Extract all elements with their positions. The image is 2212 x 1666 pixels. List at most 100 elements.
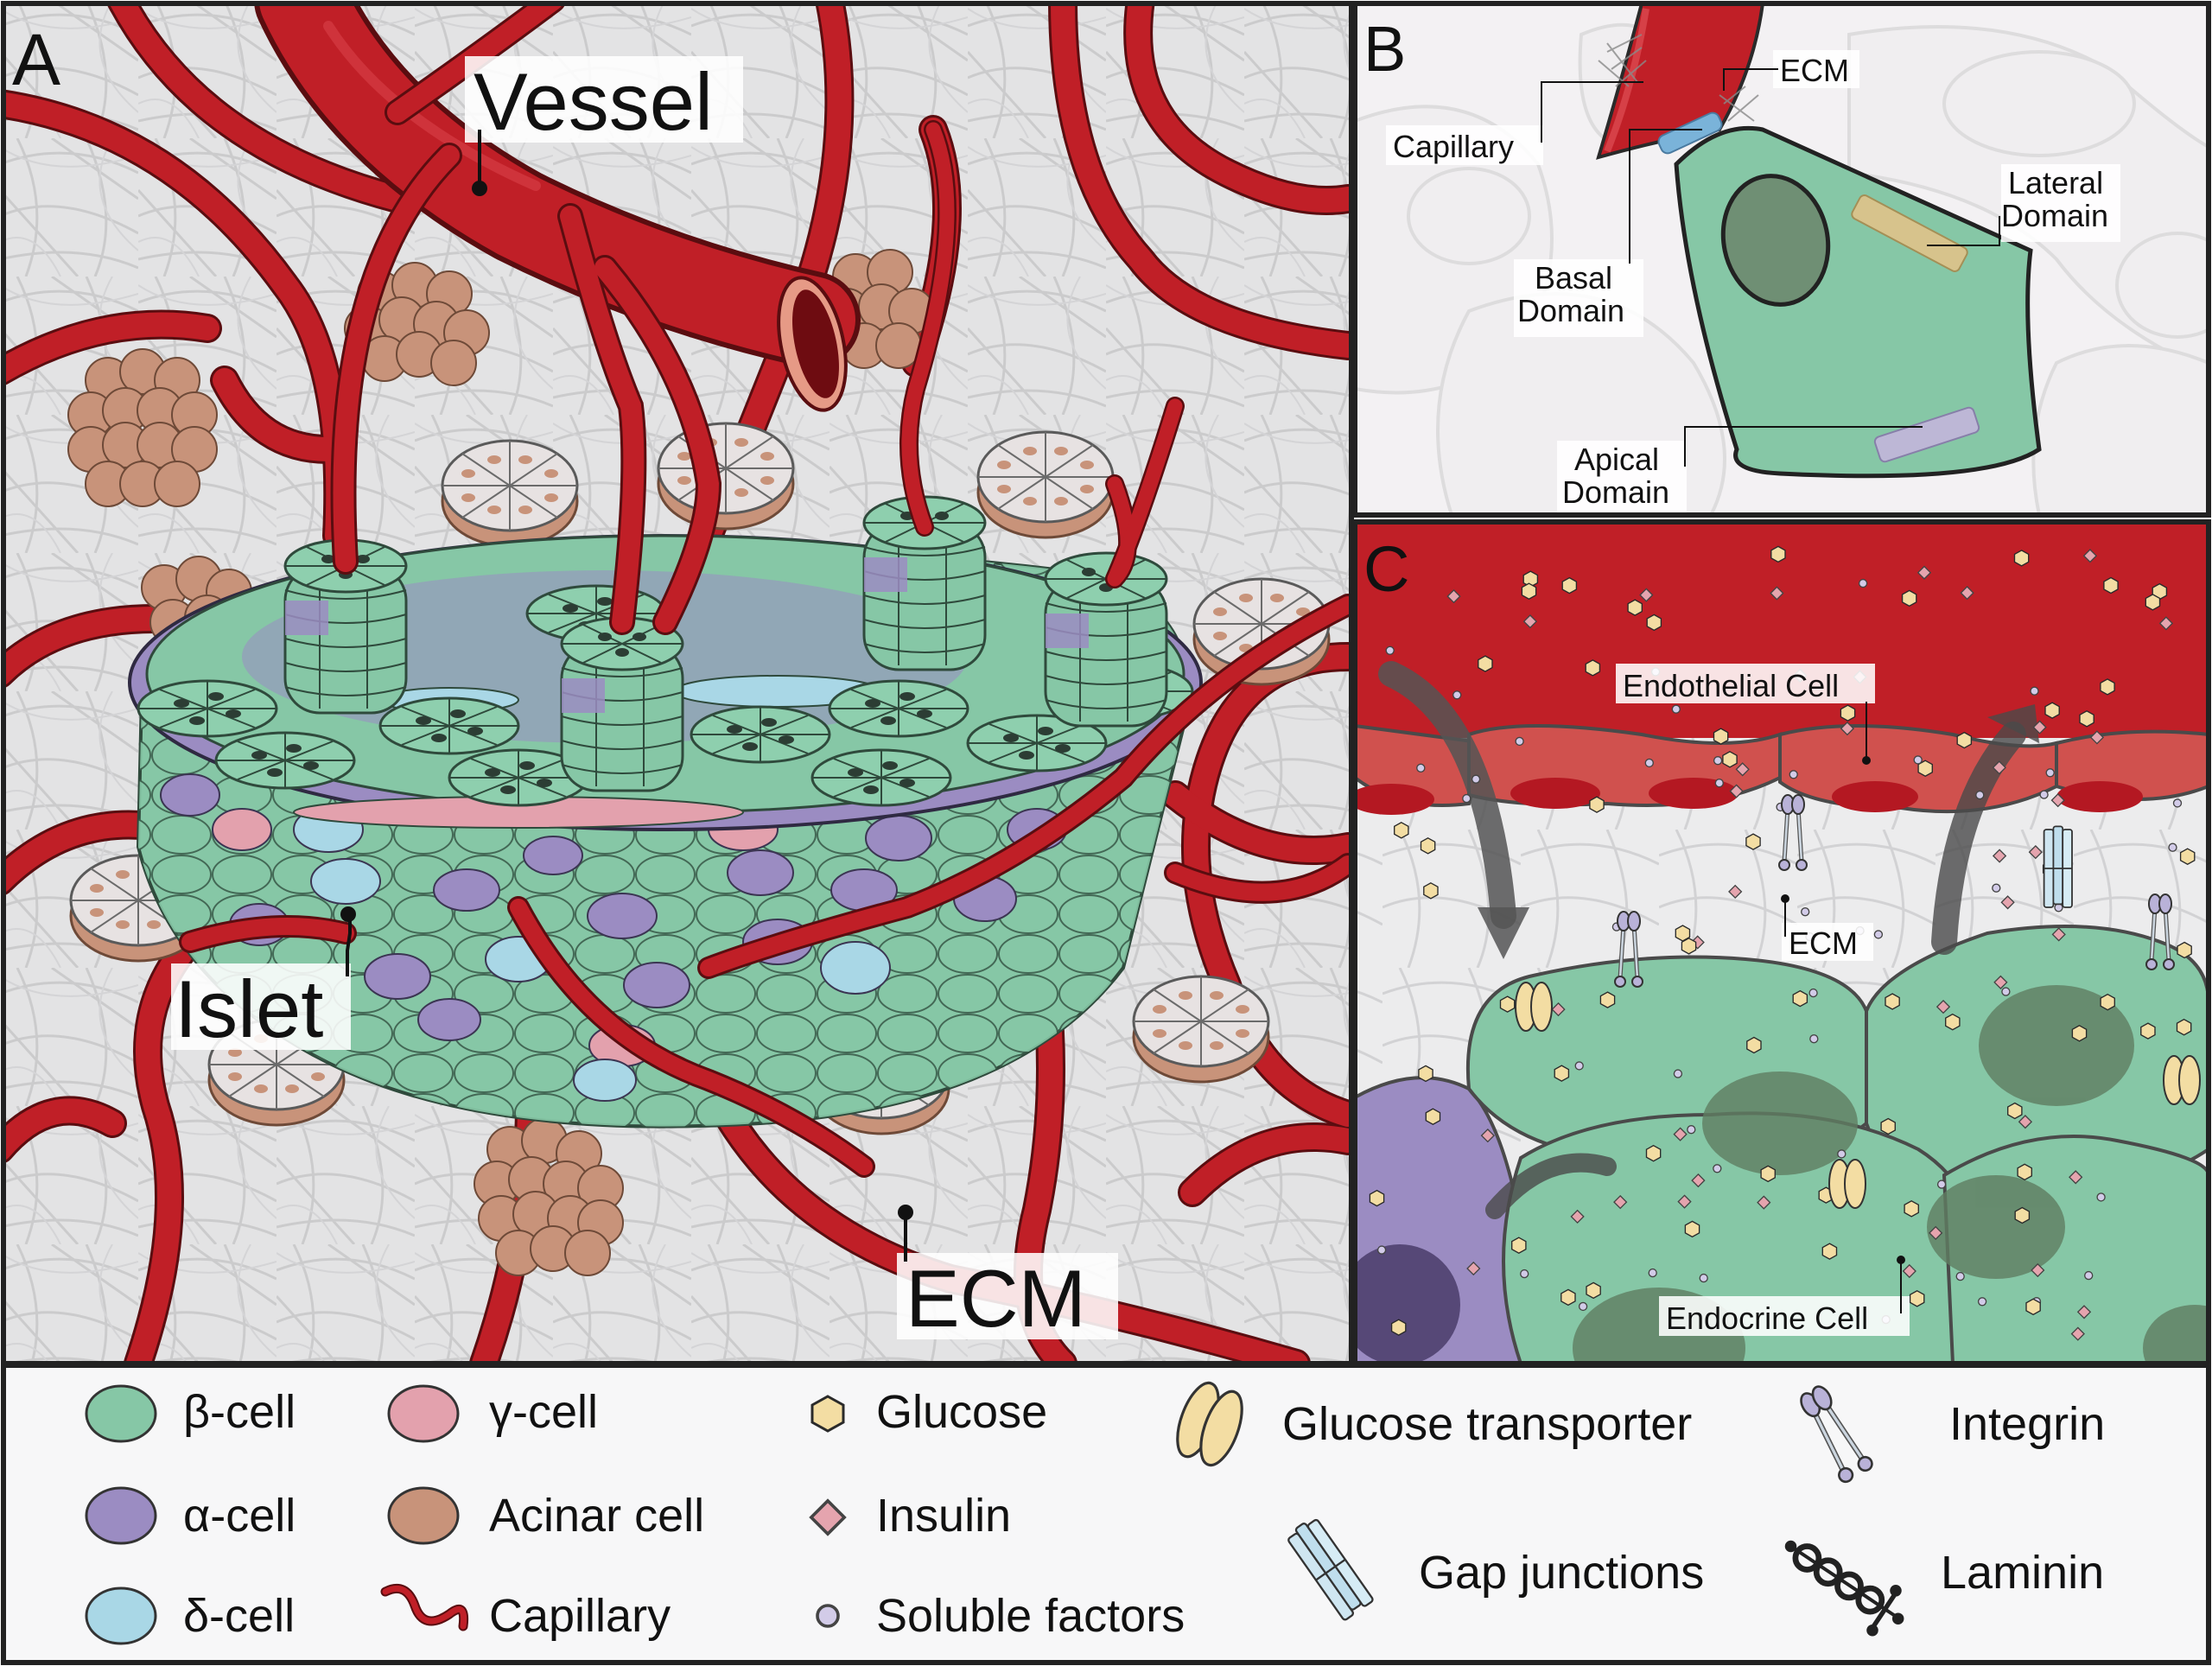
soluble-factor	[1699, 1273, 1708, 1283]
vessel-label: Vessel	[474, 56, 713, 147]
legend-insulin: Insulin	[809, 1490, 1011, 1542]
b-capillary-label: Capillary	[1393, 129, 1514, 164]
legend-glut: Glucose transporter	[1167, 1376, 1692, 1472]
b-apical-label-1: Apical	[1574, 442, 1659, 477]
glucose-molecule	[1713, 728, 1729, 745]
glucose-molecule	[1904, 1200, 1919, 1218]
glucose-molecule	[2177, 941, 2192, 959]
glucose-molecule	[1745, 833, 1761, 850]
glucose-molecule	[2014, 1206, 2031, 1224]
glucose-molecule	[1554, 1065, 1570, 1082]
soluble-factor	[1416, 763, 1426, 773]
c-gap-junction	[2043, 825, 2073, 908]
soluble-factor	[1801, 907, 1810, 917]
b-basal-label-1: Basal	[1535, 260, 1612, 296]
soluble-factor	[1687, 1125, 1696, 1135]
legend-beta-label: β-cell	[183, 1386, 296, 1438]
glucose-molecule	[1746, 1036, 1762, 1054]
legend-delta-label: δ-cell	[183, 1590, 295, 1642]
c-glucose-transporter	[1515, 982, 1553, 1032]
legend-beta: β-cell	[85, 1384, 296, 1443]
soluble-factor	[1913, 755, 1923, 765]
vessel-lumen	[777, 276, 848, 412]
glucose-molecule	[2176, 1019, 2192, 1036]
islet-label: Islet	[175, 963, 323, 1054]
glucose-molecule	[1585, 659, 1601, 677]
glucose-molecule	[1909, 1290, 1925, 1307]
panel-a-labels: A Vessel Islet ECM	[12, 19, 1118, 1344]
glucose-molecule	[2044, 702, 2060, 719]
panel-c: C Endothelial Cell ECM Endocrine Cell	[1355, 522, 2209, 1364]
legend-glucose: Glucose	[810, 1386, 1047, 1438]
glucose-molecule	[1390, 1319, 1407, 1336]
glucose-molecule	[1880, 1117, 1896, 1135]
gamma-cell-swatch	[387, 1384, 460, 1443]
legend-glucose-label: Glucose	[876, 1386, 1047, 1438]
glucose-molecule	[1420, 837, 1436, 855]
soluble-factor	[1936, 1180, 1947, 1189]
main-vessel	[254, 3, 1185, 635]
legend-capillary-label: Capillary	[489, 1590, 671, 1642]
glucose-molecule	[2025, 1298, 2041, 1315]
panel-c-letter: C	[1363, 533, 1409, 605]
glucose-molecule	[1885, 993, 1900, 1010]
soluble-factor	[1714, 779, 1724, 788]
glucose-molecule	[1478, 655, 1493, 672]
ecm-label: ECM	[906, 1253, 1086, 1344]
legend-gamma-label: γ-cell	[489, 1386, 598, 1438]
soluble-factor	[1515, 736, 1524, 747]
c-ecm-label: ECM	[1789, 925, 1858, 961]
glucose-molecule	[1394, 822, 1409, 839]
glucose-molecule	[1586, 1281, 1601, 1300]
soluble-factor	[1789, 770, 1798, 779]
panel-a-letter: A	[12, 19, 60, 100]
c-endocrine-label: Endocrine Cell	[1666, 1300, 1868, 1336]
acinar-cell-swatch	[387, 1486, 460, 1545]
soluble-factor	[1808, 988, 1818, 998]
legend-laminin-label: Laminin	[1941, 1547, 2104, 1599]
glucose-molecule	[2071, 1025, 2088, 1042]
soluble-factor	[2096, 1192, 2106, 1202]
b-lateral-label-2: Domain	[2001, 198, 2108, 233]
glucose-molecule	[2100, 678, 2115, 696]
legend-soluble: Soluble factors	[816, 1590, 1185, 1642]
soluble-factor	[1644, 758, 1654, 768]
glucose-molecule	[1369, 1189, 1385, 1207]
glucose-molecule	[1561, 576, 1578, 595]
glucose-molecule	[1599, 991, 1616, 1008]
panel-b-border	[1352, 1, 2211, 518]
legend-gamma: γ-cell	[387, 1384, 598, 1443]
soluble-factor	[1955, 1271, 1965, 1281]
soluble-factor	[1385, 645, 1395, 655]
glucose-icon	[810, 1395, 845, 1433]
beta-cell-swatch	[85, 1384, 157, 1443]
soluble-factor	[1837, 1149, 1847, 1159]
legend-alpha-label: α-cell	[183, 1490, 296, 1542]
b-apical-label-2: Domain	[1562, 474, 1669, 510]
glucose-molecule	[2140, 1022, 2156, 1040]
soluble-factor	[1713, 1164, 1722, 1173]
soluble-factor	[1873, 930, 1884, 939]
soluble-factor	[1809, 1034, 1819, 1044]
soluble-factor	[1975, 790, 1985, 800]
c-glucose-transporter	[1828, 1159, 1866, 1209]
panel-b-letter: B	[1363, 13, 1406, 85]
glucose-molecule	[2079, 710, 2094, 728]
soluble-factor	[2172, 798, 2183, 808]
soluble-factor	[1713, 756, 1723, 766]
alpha-cell-swatch	[85, 1486, 157, 1545]
glucose-molecule	[1684, 1220, 1700, 1238]
glucose-molecule	[1945, 1014, 1961, 1031]
soluble-factor	[1574, 1061, 1584, 1071]
legend-laminin: Laminin	[1785, 1541, 2104, 1637]
legend-soluble-label: Soluble factors	[876, 1590, 1185, 1642]
legend-gap-label: Gap junctions	[1419, 1547, 1704, 1599]
c-glucose-transporter	[2163, 1055, 2201, 1105]
legend-capillary: Capillary	[380, 1584, 671, 1642]
glucose-molecule	[1722, 751, 1738, 768]
glucose-molecule	[1589, 796, 1605, 813]
glucose-molecule	[1956, 731, 1973, 749]
glucose-molecule	[1821, 1243, 1838, 1260]
soluble-factor	[1858, 578, 1868, 588]
